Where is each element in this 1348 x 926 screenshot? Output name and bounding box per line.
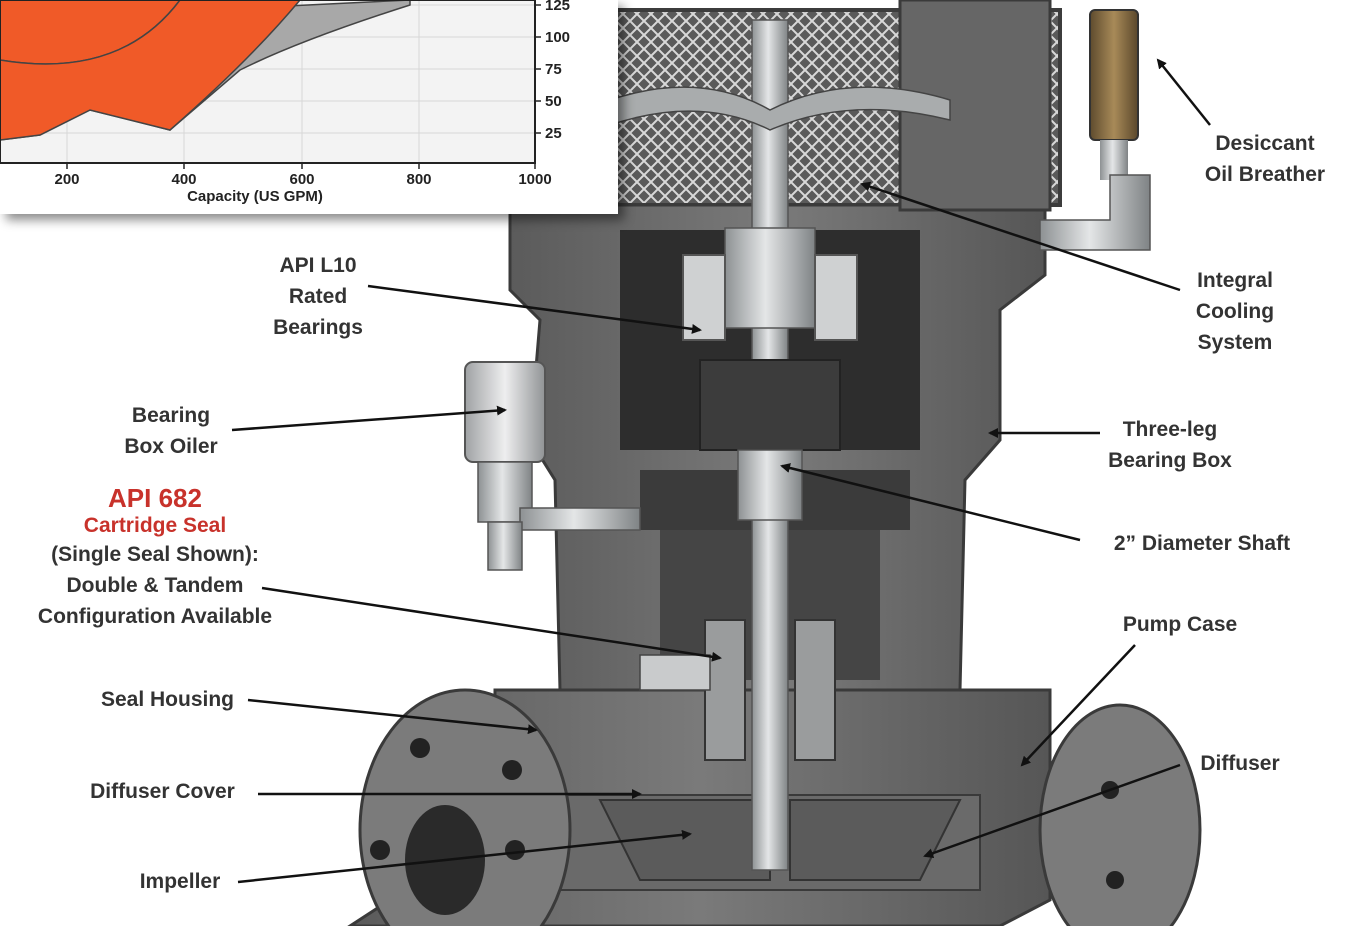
label-line: (Single Seal Shown): <box>51 543 259 566</box>
y-tick-label: 125 <box>545 0 570 14</box>
label-line: System <box>1197 331 1273 354</box>
x-tick-label: 800 <box>406 171 431 188</box>
label-line: Double & Tandem <box>66 574 244 597</box>
label-shaft: 2” Diameter Shaft <box>1113 532 1291 555</box>
bearings <box>682 254 858 341</box>
label-bearing-box-oiler: Bearing Box Oiler <box>106 400 236 462</box>
seal-title: API 682 <box>108 483 202 513</box>
label-line: Rated <box>288 285 348 308</box>
label-bearing-box: Three-leg Bearing Box <box>1085 414 1255 476</box>
y-tick-label: 25 <box>545 125 562 142</box>
label-line: Box Oiler <box>124 435 218 458</box>
label-cartridge-seal: API 682 Cartridge Seal (Single Seal Show… <box>0 483 310 632</box>
label-cooling-system: Integral Cooling System <box>1170 265 1300 358</box>
label-seal-housing: Seal Housing <box>100 688 235 711</box>
cooling-fan <box>609 86 951 131</box>
cartridge-seal <box>639 619 836 761</box>
label-diffuser: Diffuser <box>1200 752 1280 775</box>
label-line: Configuration Available <box>37 605 273 628</box>
label-line: Bearings <box>273 316 363 339</box>
seal-subtitle: Cartridge Seal <box>83 514 227 537</box>
y-ticks <box>535 4 541 134</box>
label-line: Integral <box>1197 269 1273 292</box>
y-tick-label: 50 <box>545 93 562 110</box>
x-ticks <box>66 163 536 169</box>
x-tick-label: 400 <box>171 171 196 188</box>
label-line: API L10 <box>279 254 357 277</box>
y-tick-label: 100 <box>545 29 570 46</box>
performance-curve-svg: 200 400 600 800 1000 125 100 75 50 25 Ca… <box>0 0 618 214</box>
label-pump-case: Pump Case <box>1122 613 1238 636</box>
discharge-flange <box>1038 703 1202 926</box>
label-impeller: Impeller <box>139 870 221 893</box>
desiccant-breather <box>1039 9 1151 251</box>
label-line: Cooling <box>1195 300 1275 323</box>
label-bearings: API L10 Rated Bearings <box>250 250 386 343</box>
performance-curve-inset: 200 400 600 800 1000 125 100 75 50 25 Ca… <box>0 0 618 214</box>
leader-lines <box>231 58 1211 884</box>
label-diffuser-cover: Diffuser Cover <box>90 780 235 803</box>
label-line: Bearing Box <box>1108 449 1232 472</box>
label-line: Desiccant <box>1215 132 1315 155</box>
x-axis-label: Capacity (US GPM) <box>187 188 323 205</box>
pump-shaft <box>699 19 841 871</box>
y-tick-label: 75 <box>545 61 562 78</box>
x-tick-label: 1000 <box>518 171 551 188</box>
label-line: Three-leg <box>1122 418 1218 441</box>
x-tick-label: 200 <box>54 171 79 188</box>
label-line: Oil Breather <box>1204 163 1326 186</box>
label-desiccant-breather: Desiccant Oil Breather <box>1180 128 1348 190</box>
label-line: Bearing <box>131 404 211 427</box>
x-tick-label: 600 <box>289 171 314 188</box>
